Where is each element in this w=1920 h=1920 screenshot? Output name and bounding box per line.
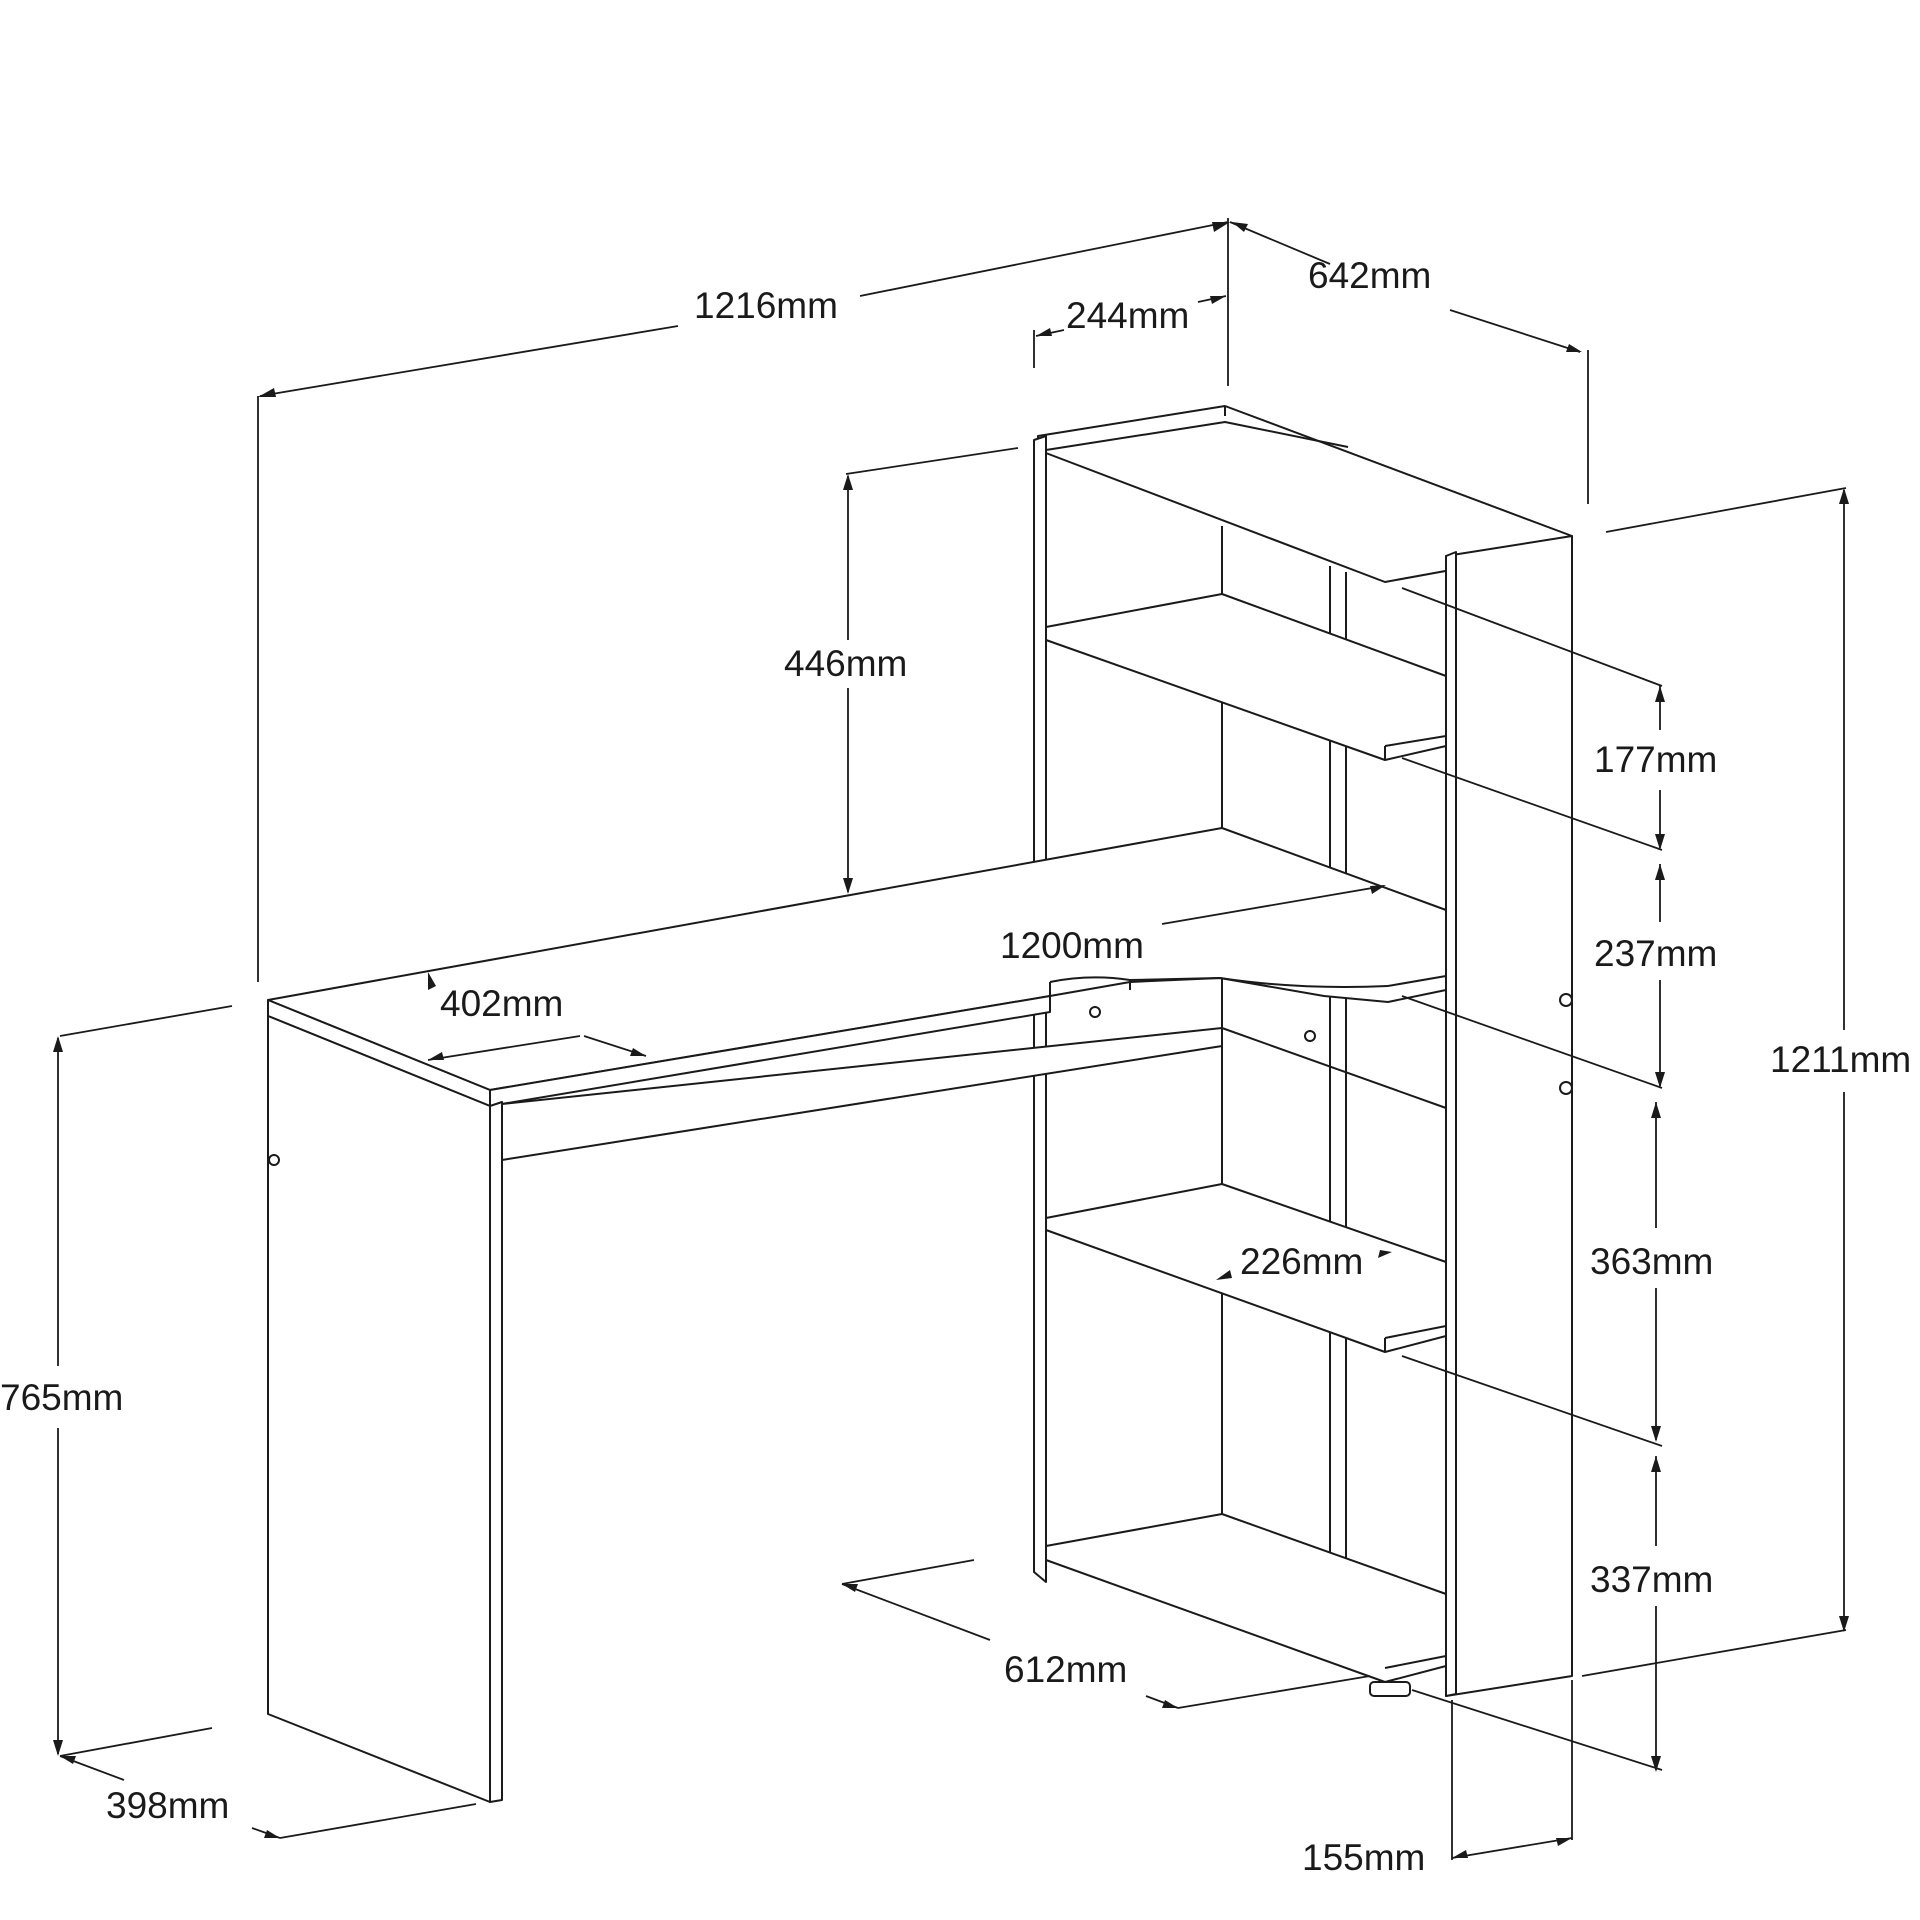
shelf-depth-top-label: 244mm	[1066, 295, 1189, 336]
desk-drawing	[267, 405, 1573, 1803]
desk-left-leg	[267, 1015, 491, 1803]
floor-glide	[1369, 1681, 1411, 1697]
shelf-gap-3-label: 363mm	[1590, 1241, 1713, 1282]
leg-depth-label: 398mm	[106, 1785, 229, 1826]
desktop-board	[267, 827, 1447, 1091]
total-height-label: 1211mm	[1770, 1039, 1911, 1080]
total-width-label: 1216mm	[694, 285, 838, 326]
desktop-depth-label: 402mm	[440, 983, 563, 1024]
shelf-gap-4-label: 337mm	[1590, 1559, 1713, 1600]
shelf-board-2	[1045, 593, 1447, 761]
desk-height-label: 765mm	[0, 1377, 123, 1418]
shelf-gap-1-label: 177mm	[1594, 739, 1717, 780]
panel-depth-label: 155mm	[1302, 1837, 1425, 1878]
shelf-gap-2-label: 237mm	[1594, 933, 1717, 974]
cam-hole	[1559, 993, 1573, 1007]
desktop-length-label: 1200mm	[1000, 925, 1144, 966]
dimension-lines	[53, 218, 1849, 1860]
shelf-depth-mid-label: 226mm	[1240, 1241, 1363, 1282]
dimension-labels: 1216mm 642mm 244mm 446mm 177mm 237mm 120…	[0, 255, 1911, 1878]
base-depth-label: 612mm	[1004, 1649, 1127, 1690]
total-depth-label: 642mm	[1308, 255, 1431, 296]
upper-height-label: 446mm	[784, 643, 907, 684]
shelf-right-panel	[1445, 535, 1573, 1697]
